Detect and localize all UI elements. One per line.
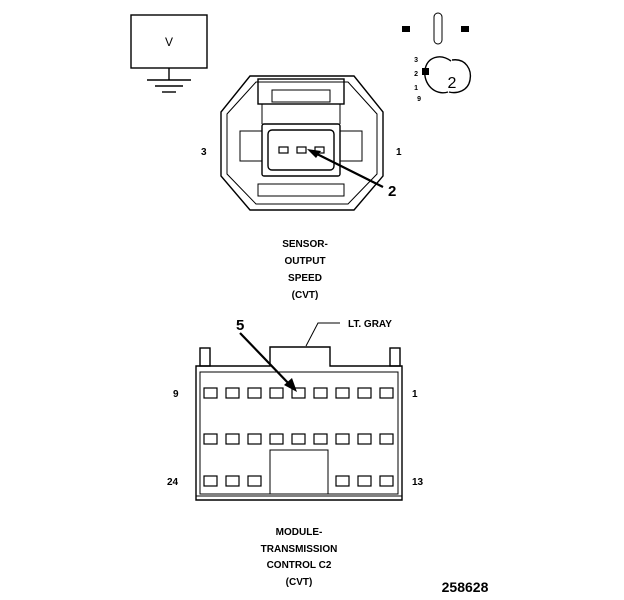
sensor-title-line-2: OUTPUT — [284, 256, 325, 267]
module-cavity-bottom-1 — [203, 475, 218, 487]
view-indicator: 3 2 1 9 2 — [402, 12, 472, 103]
sensor-callout-arrow — [314, 152, 384, 188]
module-pin-9-label: 9 — [173, 389, 179, 400]
indicator-callout: 2 — [448, 75, 457, 92]
module-callout-arrow — [239, 332, 292, 387]
module-cavity-mid-9 — [379, 433, 394, 445]
figure-number: 258628 — [442, 579, 489, 595]
indicator-slot — [433, 12, 443, 45]
indicator-pin-1: 1 — [414, 85, 418, 92]
module-cavity-mid-3 — [247, 433, 262, 445]
module-connector: LT. GRAY 5 9 1 24 13 — [167, 317, 424, 501]
module-cavity-top-3 — [247, 387, 262, 399]
module-connector-title: MODULE- TRANSMISSION CONTROL C2 (CVT) — [261, 527, 338, 588]
module-cavity-top-5 — [291, 387, 306, 399]
module-cavity-bottom-6 — [379, 475, 394, 487]
module-cavity-mid-8 — [357, 433, 372, 445]
module-cavity-mid-6 — [313, 433, 328, 445]
module-cavity-top-1 — [203, 387, 218, 399]
module-title-line-3: CONTROL C2 — [267, 560, 332, 571]
module-cavity-mid-5 — [291, 433, 306, 445]
sensor-title-line-4: (CVT) — [292, 290, 319, 301]
module-cavity-top-2 — [225, 387, 240, 399]
module-color-label: LT. GRAY — [348, 319, 392, 330]
module-cavity-top-8 — [357, 387, 372, 399]
module-cavity-bottom-3 — [247, 475, 262, 487]
sensor-title-line-1: SENSOR- — [282, 239, 328, 250]
voltmeter-symbol: V — [130, 14, 208, 93]
module-cavities — [203, 387, 394, 487]
indicator-pin-3: 3 — [414, 57, 418, 64]
module-cavity-mid-1 — [203, 433, 218, 445]
module-left-post — [199, 347, 211, 367]
indicator-pin-9: 9 — [417, 96, 421, 103]
voltmeter-label: V — [165, 35, 173, 49]
sensor-title-line-3: SPEED — [288, 273, 322, 284]
module-cavity-top-6 — [313, 387, 328, 399]
module-cavity-top-7 — [335, 387, 350, 399]
module-cavity-mid-7 — [335, 433, 350, 445]
sensor-callout-number: 2 — [388, 183, 396, 200]
module-pin-13-label: 13 — [412, 477, 424, 488]
indicator-pin-2: 2 — [414, 71, 418, 78]
module-cavity-bottom-2 — [225, 475, 240, 487]
module-cavity-top-9 — [379, 387, 394, 399]
module-pin-24-label: 24 — [167, 477, 179, 488]
module-cavity-bottom-4 — [335, 475, 350, 487]
module-cavity-mid-2 — [225, 433, 240, 445]
module-cavity-mid-4 — [269, 433, 284, 445]
module-center-key — [269, 449, 329, 495]
sensor-latch — [257, 78, 345, 105]
indicator-left-mark — [402, 26, 410, 32]
sensor-pin-left-label: 3 — [201, 147, 207, 158]
sensor-bottom-rib — [257, 183, 345, 197]
indicator-right-mark — [461, 26, 469, 32]
sensor-connector-body — [220, 75, 384, 211]
module-cavity-top-4 — [269, 387, 284, 399]
sensor-pin-right-label: 1 — [396, 147, 402, 158]
module-cavity-bottom-5 — [357, 475, 372, 487]
module-pin-1-label: 1 — [412, 389, 418, 400]
sensor-pin-2-cavity — [296, 146, 307, 154]
sensor-connector: 3 1 2 — [201, 75, 402, 211]
module-right-post — [389, 347, 401, 367]
module-connector-body — [195, 346, 403, 501]
module-title-line-1: MODULE- — [276, 527, 323, 538]
module-title-line-4: (CVT) — [286, 577, 313, 588]
sensor-pin-3-cavity — [278, 146, 289, 154]
color-leader-line — [305, 322, 340, 347]
sensor-connector-title: SENSOR- OUTPUT SPEED (CVT) — [282, 239, 328, 301]
module-callout-number: 5 — [236, 317, 244, 334]
module-title-line-2: TRANSMISSION — [261, 544, 338, 555]
